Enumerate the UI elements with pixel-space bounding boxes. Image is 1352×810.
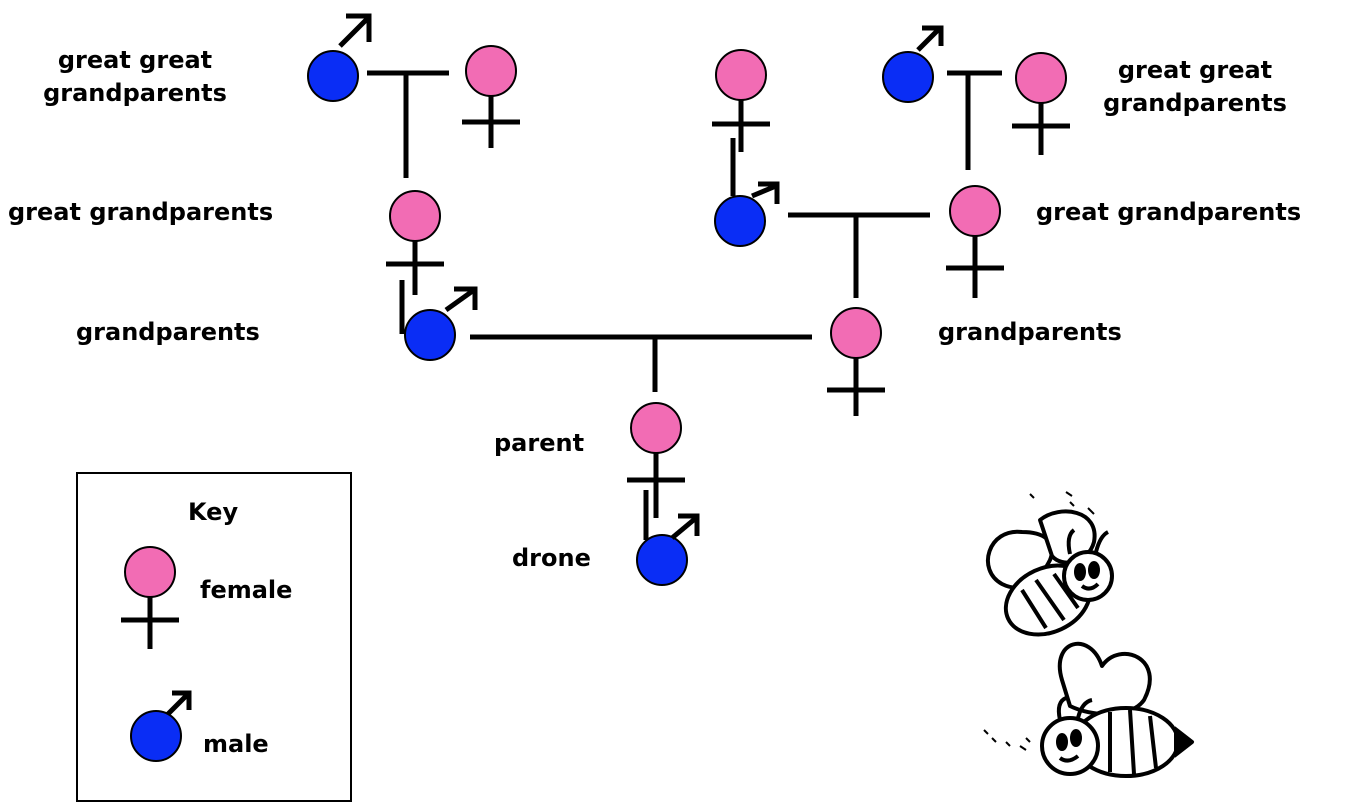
female-icon (830, 307, 882, 359)
key-male-label: male (203, 730, 269, 758)
key-female-label: female (200, 576, 293, 604)
label-grandparents-left: grandparents (76, 318, 260, 346)
label-parent: parent (494, 429, 585, 457)
bee-illustrations (983, 491, 1194, 778)
label-great-grandparents-left: great grandparents (8, 198, 274, 226)
key-legend: Key female male (76, 472, 352, 802)
label-great-grandparents-right: great grandparents (1036, 198, 1302, 226)
male-icon (404, 286, 478, 361)
female-icon (630, 402, 682, 454)
female-icon (465, 45, 517, 97)
male-icon (636, 513, 700, 586)
bee-icon (983, 641, 1194, 778)
bee-icon (985, 491, 1114, 637)
key-male-icon (130, 690, 192, 762)
female-icon (715, 49, 767, 101)
male-icon (307, 13, 372, 102)
label-drone: drone (512, 544, 591, 572)
female-icon (389, 190, 441, 242)
label-great-great-grandparents-right: great great grandparents (1103, 56, 1287, 117)
male-icon (714, 181, 780, 247)
male-icon (882, 25, 944, 103)
female-icon (1015, 52, 1067, 104)
female-icon (949, 185, 1001, 237)
key-title: Key (188, 498, 239, 526)
label-grandparents-right: grandparents (938, 318, 1122, 346)
key-female-icon (121, 546, 179, 649)
label-great-great-grandparents-left: great great grandparents (43, 46, 227, 107)
